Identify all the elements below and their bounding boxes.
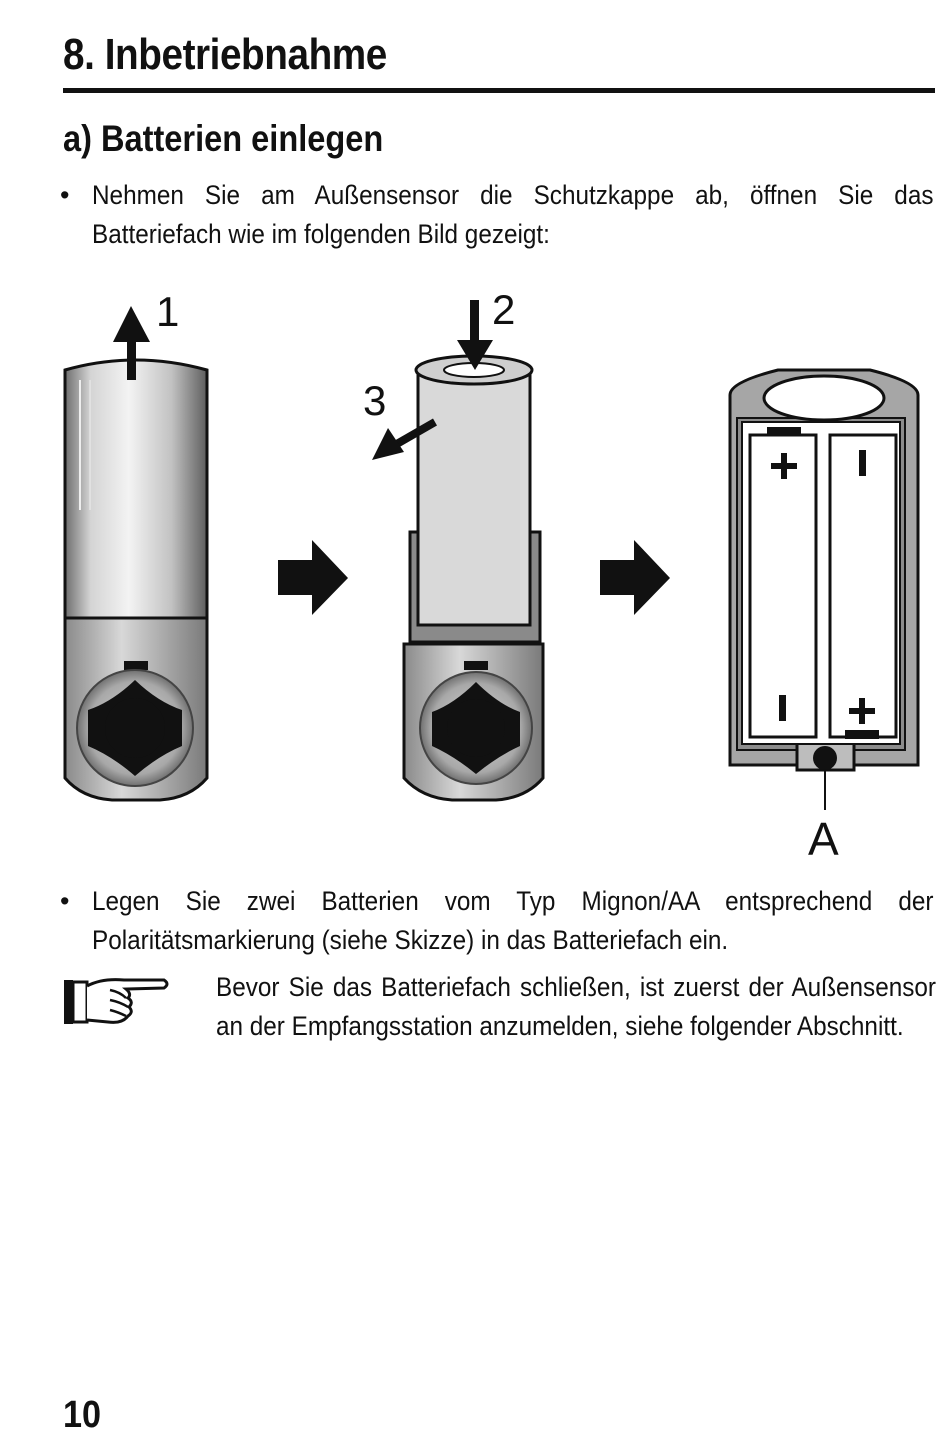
step-label-1: 1 [156,288,179,335]
sensor-closed [63,358,209,802]
minus-icon [859,450,866,476]
sensor-open-sleeve [402,354,545,802]
step-label-3: 3 [363,377,386,424]
arrow-diagonal-icon [372,418,437,460]
arrow-right-icon [278,540,348,615]
title-rule [63,88,935,93]
battery-compartment [728,368,920,810]
arrow-right-icon [600,540,670,615]
bullet-paragraph-2: Legen Sie zwei Batterien vom Typ Mignon/… [92,886,934,955]
bullet-dot-2: • [60,886,70,916]
page-title: 8. Inbetriebnahme [63,30,387,79]
step-label-2: 2 [492,286,515,333]
label-a: A [808,813,839,865]
plus-icon [771,453,797,479]
arrow-down-icon [457,300,493,370]
page-number: 10 [63,1394,102,1436]
pointing-hand-icon [64,978,169,1024]
section-heading: a) Batterien einlegen [63,118,384,159]
bullet-dot-1: • [60,180,70,210]
bullet-paragraph-1: Nehmen Sie am Außensensor die Schutzkapp… [92,180,934,249]
arrow-up-icon [113,306,150,380]
note-paragraph: Bevor Sie das Batteriefach schließen, is… [216,972,936,1041]
battery-installation-illustration: 1 2 3 [63,286,920,865]
plus-icon [849,698,875,724]
minus-icon [779,695,786,721]
